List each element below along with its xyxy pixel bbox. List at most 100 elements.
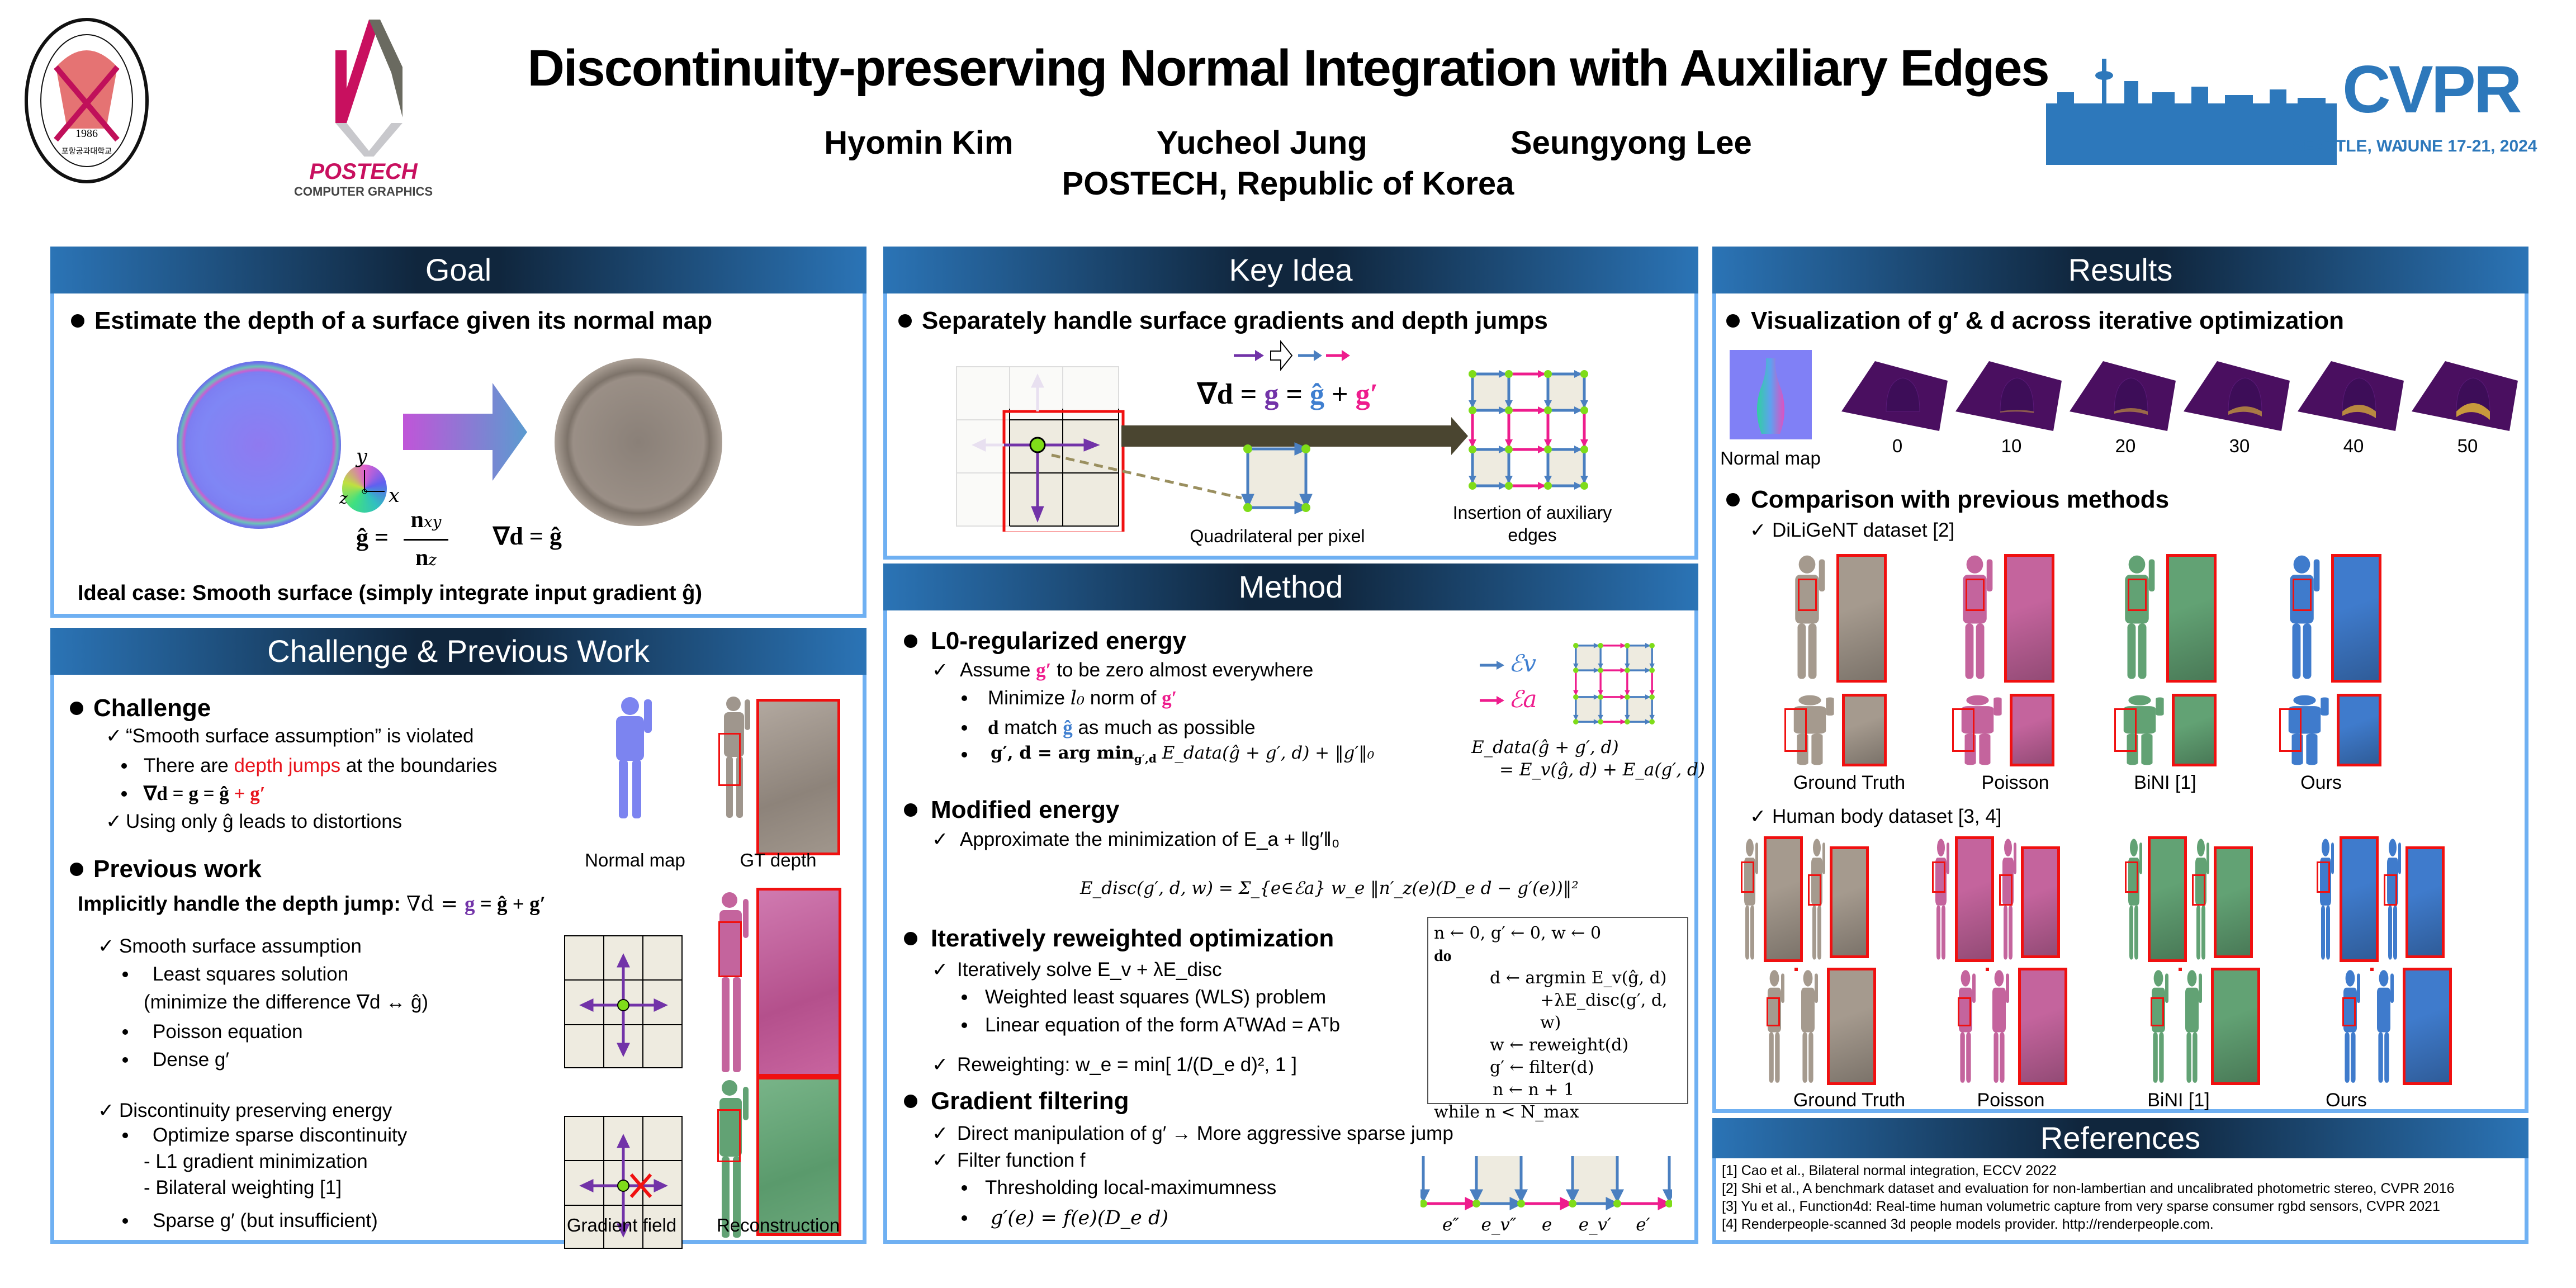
algorithm-line: n ← 0, g′ ← 0, w ← 0 — [1434, 924, 1602, 943]
bullet-icon — [70, 863, 83, 876]
check-icon: ✓ — [98, 935, 115, 957]
algorithm-line: n ← n + 1 — [1493, 1080, 1575, 1100]
arrow-legend-icons — [1234, 339, 1354, 372]
threshold-line: Thresholding local-maximumness — [985, 1177, 1277, 1199]
wls-line: Weighted least squares (WLS) problem — [985, 986, 1327, 1008]
human-heading: Human body dataset [3, 4] — [1772, 806, 2002, 827]
human-zoom-image — [1764, 836, 1803, 962]
prev-item: Discontinuity preserving energy — [119, 1100, 392, 1121]
section-title: Results — [1712, 247, 2528, 293]
buddha-side-zoom-image — [1842, 694, 1887, 766]
check-icon: ✓ — [932, 1149, 949, 1171]
iteration-label: 40 — [2343, 435, 2364, 456]
section-title: Key Idea — [883, 247, 1698, 293]
method-label: BiNI [1] — [2134, 772, 2196, 793]
filter-heading: Gradient filtering — [931, 1087, 1129, 1115]
poisson-zoom-image — [756, 888, 841, 1077]
human-zoom-image — [2018, 968, 2067, 1085]
human-zoom-image — [2214, 846, 2253, 958]
iteration-surface-image — [2298, 358, 2409, 434]
buddha-side-zoom-image — [2337, 694, 2381, 766]
algorithm-line: while n < N_max — [1434, 1102, 1579, 1122]
human-zoom-image — [2340, 836, 2379, 962]
human-thumbnail — [1794, 968, 1821, 1085]
sub-bullet-icon — [962, 995, 967, 1000]
sub-bullet-icon — [121, 763, 127, 769]
filter-fn-line: Filter function f — [957, 1149, 1086, 1171]
goal-bullet: Estimate the depth of a surface given it… — [94, 307, 713, 334]
affiliation: POSTECH, Republic of Korea — [1062, 165, 1514, 202]
pixel-grid-diagram — [954, 361, 1468, 534]
check-icon: ✓ — [932, 828, 949, 850]
human-zoom-image — [2021, 846, 2060, 958]
sub-bullet-icon — [962, 695, 967, 701]
prev-item: Smooth surface assumption — [119, 935, 362, 957]
sub-bullet-icon — [962, 725, 967, 731]
check-icon: ✓ — [932, 1054, 949, 1076]
results-panel: Results Visualization of g′ & d across i… — [1712, 247, 2528, 1113]
human-zoom-image — [2405, 846, 2445, 958]
iteration-label: 50 — [2457, 435, 2478, 456]
human-thumbnail — [1739, 836, 1761, 962]
iteration-label: 10 — [2001, 435, 2022, 456]
algorithm-line: w ← reweight(d) — [1490, 1035, 1629, 1055]
method-label: BiNI [1] — [2147, 1090, 2210, 1111]
iteration-surface-image — [2412, 358, 2523, 434]
prev-subitem: (minimize the difference ∇d ↔ ĝ) — [144, 991, 429, 1013]
sub-bullet-icon — [962, 1185, 967, 1191]
buddha-side-zoom-image — [2010, 694, 2054, 766]
human-thumbnail — [1952, 968, 1979, 1085]
buddha-thumbnail — [2278, 553, 2326, 681]
buddha-side-thumbnail — [2108, 694, 2172, 766]
human-zoom-image — [2148, 836, 2187, 962]
reference-item: [2] Shi et al., A benchmark dataset and … — [1722, 1181, 2455, 1196]
challenge-panel: Challenge & Previous Work Challenge ✓ “S… — [50, 628, 866, 1249]
sub-bullet-icon — [962, 1022, 967, 1028]
previous-work-heading: Previous work — [93, 855, 262, 883]
edge-label: e_v′ — [1578, 1215, 1612, 1235]
visualization-heading: Visualization of g′ & d across iterative… — [1751, 307, 2345, 334]
edge-sets-legend: ℰv ℰa — [1480, 647, 1547, 720]
denominator-subscript: z — [428, 551, 437, 569]
ev-label: ℰv — [1509, 650, 1537, 677]
sub-bullet-icon — [122, 1218, 128, 1224]
sub-bullet-icon — [121, 791, 127, 797]
gt-depth-thumbnail — [714, 694, 759, 822]
method-label: Poisson — [1981, 772, 2049, 793]
check-icon: ✓ — [1750, 519, 1767, 541]
method-label: Ground Truth — [1793, 1090, 1906, 1111]
edata-line2: = E_v(ĝ, d) + E_a(g′, d) — [1499, 760, 1705, 780]
sub-bullet-icon — [122, 1029, 128, 1035]
iteration-surface-image — [2184, 358, 2295, 434]
approx-line: Approximate the minimization of E_a + ‖g… — [960, 828, 1340, 850]
sub-bullet-icon — [962, 752, 967, 757]
buddha-thumbnail — [2113, 553, 2161, 681]
diligent-heading: DiLiGeNT dataset [2] — [1772, 519, 1955, 541]
iteration-surface-image — [1955, 358, 2067, 434]
caption: Normal map — [585, 850, 685, 870]
human-thumbnail — [2337, 968, 2364, 1085]
reference-item: [4] Renderpeople-scanned 3d people model… — [1722, 1216, 2214, 1232]
prev-subitem: Dense g′ — [153, 1049, 229, 1071]
reference-item: [3] Yu et al., Function4d: Real-time hum… — [1722, 1199, 2440, 1214]
bullet-icon — [904, 803, 917, 817]
linear-line: Linear equation of the form AᵀWAd = Aᵀb — [985, 1014, 1341, 1036]
cvpr-place: SEATTLE, WA — [2292, 137, 2404, 155]
human-thumbnail — [1761, 968, 1788, 1085]
prev-subitem: Poisson equation — [153, 1021, 303, 1043]
sub-bullet-icon — [962, 1215, 967, 1221]
human-thumbnail — [2370, 968, 2397, 1085]
comparison-heading: Comparison with previous methods — [1751, 486, 2170, 513]
buddha-zoom-image — [1836, 554, 1887, 683]
goal-panel: Goal Estimate the depth of a surface giv… — [50, 247, 866, 618]
gradient-grid-diagram — [564, 935, 683, 1068]
gt-depth-zoom-image — [756, 699, 840, 855]
prev-subitem: - L1 gradient minimization — [144, 1150, 368, 1172]
buddha-side-zoom-image — [2172, 694, 2217, 766]
key-idea-equation: ∇d = g = ĝ + g′ — [1197, 378, 1379, 410]
human-thumbnail — [2145, 968, 2172, 1085]
human-thumbnail — [2314, 836, 2337, 962]
method-label: Ground Truth — [1793, 772, 1906, 793]
edge-sets-grid-diagram — [1569, 642, 1659, 726]
buddha-side-thumbnail — [1778, 694, 1842, 766]
